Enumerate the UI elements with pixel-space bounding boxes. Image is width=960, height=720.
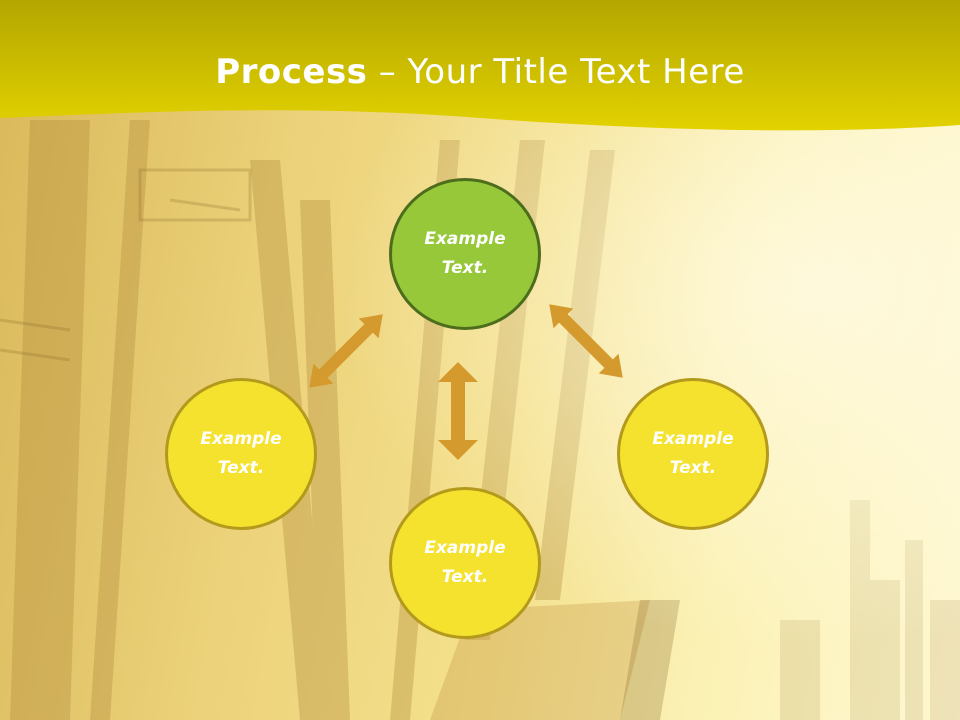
process-node-bottom[interactable]: Example Text.: [389, 487, 541, 639]
process-node-right-label: Example Text.: [652, 429, 734, 478]
double-arrow-right-icon: [549, 304, 623, 378]
title-bold: Process: [215, 52, 368, 92]
double-arrow-left-icon: [309, 314, 383, 388]
slide-title: Process – Your Title Text Here: [0, 52, 960, 92]
title-rest: – Your Title Text Here: [367, 52, 745, 92]
title-band: [0, 0, 960, 131]
process-node-left[interactable]: Example Text.: [165, 378, 317, 530]
process-node-bottom-label: Example Text.: [424, 538, 506, 587]
process-node-top-label: Example Text.: [424, 229, 506, 278]
process-node-left-label: Example Text.: [200, 429, 282, 478]
process-node-right[interactable]: Example Text.: [617, 378, 769, 530]
double-arrow-vertical-icon: [438, 362, 478, 460]
process-node-top[interactable]: Example Text.: [389, 178, 541, 330]
